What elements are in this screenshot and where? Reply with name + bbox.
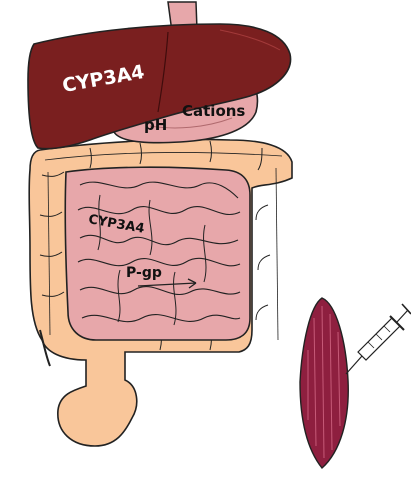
syringe [346,304,411,374]
stomach-cations-label: Cations [182,104,245,119]
muscle-with-syringe [300,298,411,468]
small-intestine [65,167,250,340]
intestine-transporter-label: P-gp [126,266,162,280]
stomach-ph-label: pH [144,118,167,133]
